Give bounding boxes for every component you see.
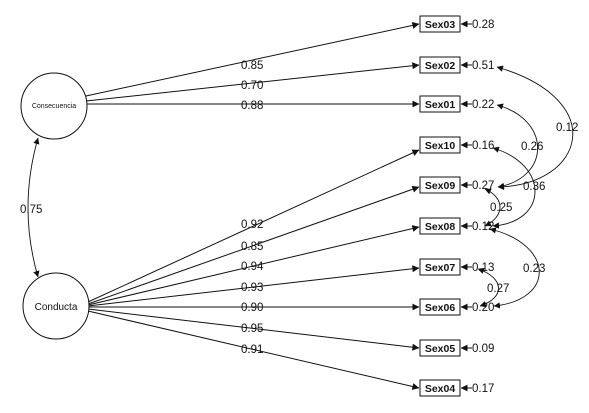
indicator-label: Sex08 — [425, 221, 456, 233]
path-conducta-sex04 — [87, 310, 420, 390]
error-cov-curve-sex07-sex06 — [477, 267, 499, 308]
indicator-label: Sex04 — [425, 383, 456, 395]
error-cov-curve-sex08-sex06 — [489, 227, 540, 309]
indicator-label: Sex09 — [425, 180, 456, 192]
indicator-sex05: Sex05 — [419, 339, 461, 357]
indicator-sex03: Sex03 — [419, 15, 461, 33]
indicator-label: Sex07 — [425, 262, 456, 274]
indicator-sex10: Sex10 — [419, 136, 461, 154]
indicator-sex04: Sex04 — [419, 379, 461, 397]
indicator-sex08: Sex08 — [419, 217, 461, 235]
residual-label-sex07: 0.13 — [472, 262, 494, 274]
path-conducta-sex05 — [87, 308, 420, 351]
error-cov-curve-sex01-sex09 — [496, 103, 538, 190]
loading-label-sex02: 0.70 — [241, 80, 263, 92]
loading-label-sex05: 0.95 — [241, 323, 263, 335]
indicator-label: Sex05 — [425, 343, 456, 355]
loading-label-sex03: 0.85 — [241, 60, 263, 72]
indicator-sex09: Sex09 — [419, 176, 461, 194]
indicator-label: Sex02 — [425, 60, 456, 72]
residual-label-sex10: 0.16 — [472, 140, 494, 152]
residual-label-sex03: 0.28 — [472, 19, 494, 31]
error-cov-curve-sex02-sex09 — [496, 65, 574, 191]
residual-label-sex08: 0.12 — [472, 221, 494, 233]
path-consecuencia-sex03 — [85, 21, 420, 97]
error-cov-label-sex01-sex09: 0.26 — [521, 141, 543, 153]
path-conducta-sex07 — [87, 265, 420, 307]
latent-consecuencia — [20, 72, 88, 140]
loading-label-sex10: 0.92 — [241, 219, 263, 231]
loading-label-sex07: 0.93 — [241, 282, 263, 294]
indicator-label: Sex03 — [425, 19, 456, 31]
loading-label-sex09: 0.85 — [241, 241, 263, 253]
factor-correlation-curve — [27, 137, 40, 278]
error-cov-label-sex02-sex09: 0.12 — [556, 122, 578, 134]
residual-label-sex05: 0.09 — [472, 343, 494, 355]
residual-label-sex09: 0.27 — [472, 180, 494, 192]
path-conducta-sex09 — [87, 185, 420, 305]
indicator-label: Sex10 — [425, 140, 456, 152]
path-conducta-sex08 — [87, 225, 420, 306]
factor-correlation-label: 0.75 — [20, 204, 42, 216]
residual-label-sex02: 0.51 — [472, 60, 494, 72]
latent-conducta-label: Conducta — [35, 302, 78, 313]
error-cov-curve-sex09-sex08 — [484, 188, 501, 227]
latent-consecuencia-label: Consecuencia — [32, 103, 76, 110]
indicator-sex07: Sex07 — [419, 258, 461, 276]
indicator-sex02: Sex02 — [419, 56, 461, 74]
indicator-sex06: Sex06 — [419, 298, 461, 316]
loading-label-sex04: 0.91 — [241, 344, 263, 356]
residual-label-sex04: 0.17 — [472, 383, 494, 395]
error-cov-label-sex10-sex08: 0.36 — [523, 181, 545, 193]
error-cov-label-sex08-sex06: 0.23 — [523, 263, 545, 275]
indicator-label: Sex06 — [425, 302, 456, 314]
residual-label-sex01: 0.22 — [472, 99, 494, 111]
error-cov-curve-sex10-sex08 — [492, 146, 536, 229]
loading-label-sex06: 0.90 — [241, 302, 263, 314]
error-cov-label-sex09-sex08: 0.25 — [490, 202, 512, 214]
indicator-sex01: Sex01 — [419, 95, 461, 113]
latent-conducta — [22, 272, 90, 340]
path-conducta-sex10 — [87, 149, 420, 303]
residual-label-sex06: 0.20 — [472, 302, 494, 314]
loading-label-sex01: 0.88 — [241, 100, 263, 112]
indicator-label: Sex01 — [425, 99, 456, 111]
path-consecuencia-sex02 — [85, 62, 420, 102]
error-cov-label-sex07-sex06: 0.27 — [487, 283, 509, 295]
loading-label-sex08: 0.94 — [241, 261, 264, 273]
